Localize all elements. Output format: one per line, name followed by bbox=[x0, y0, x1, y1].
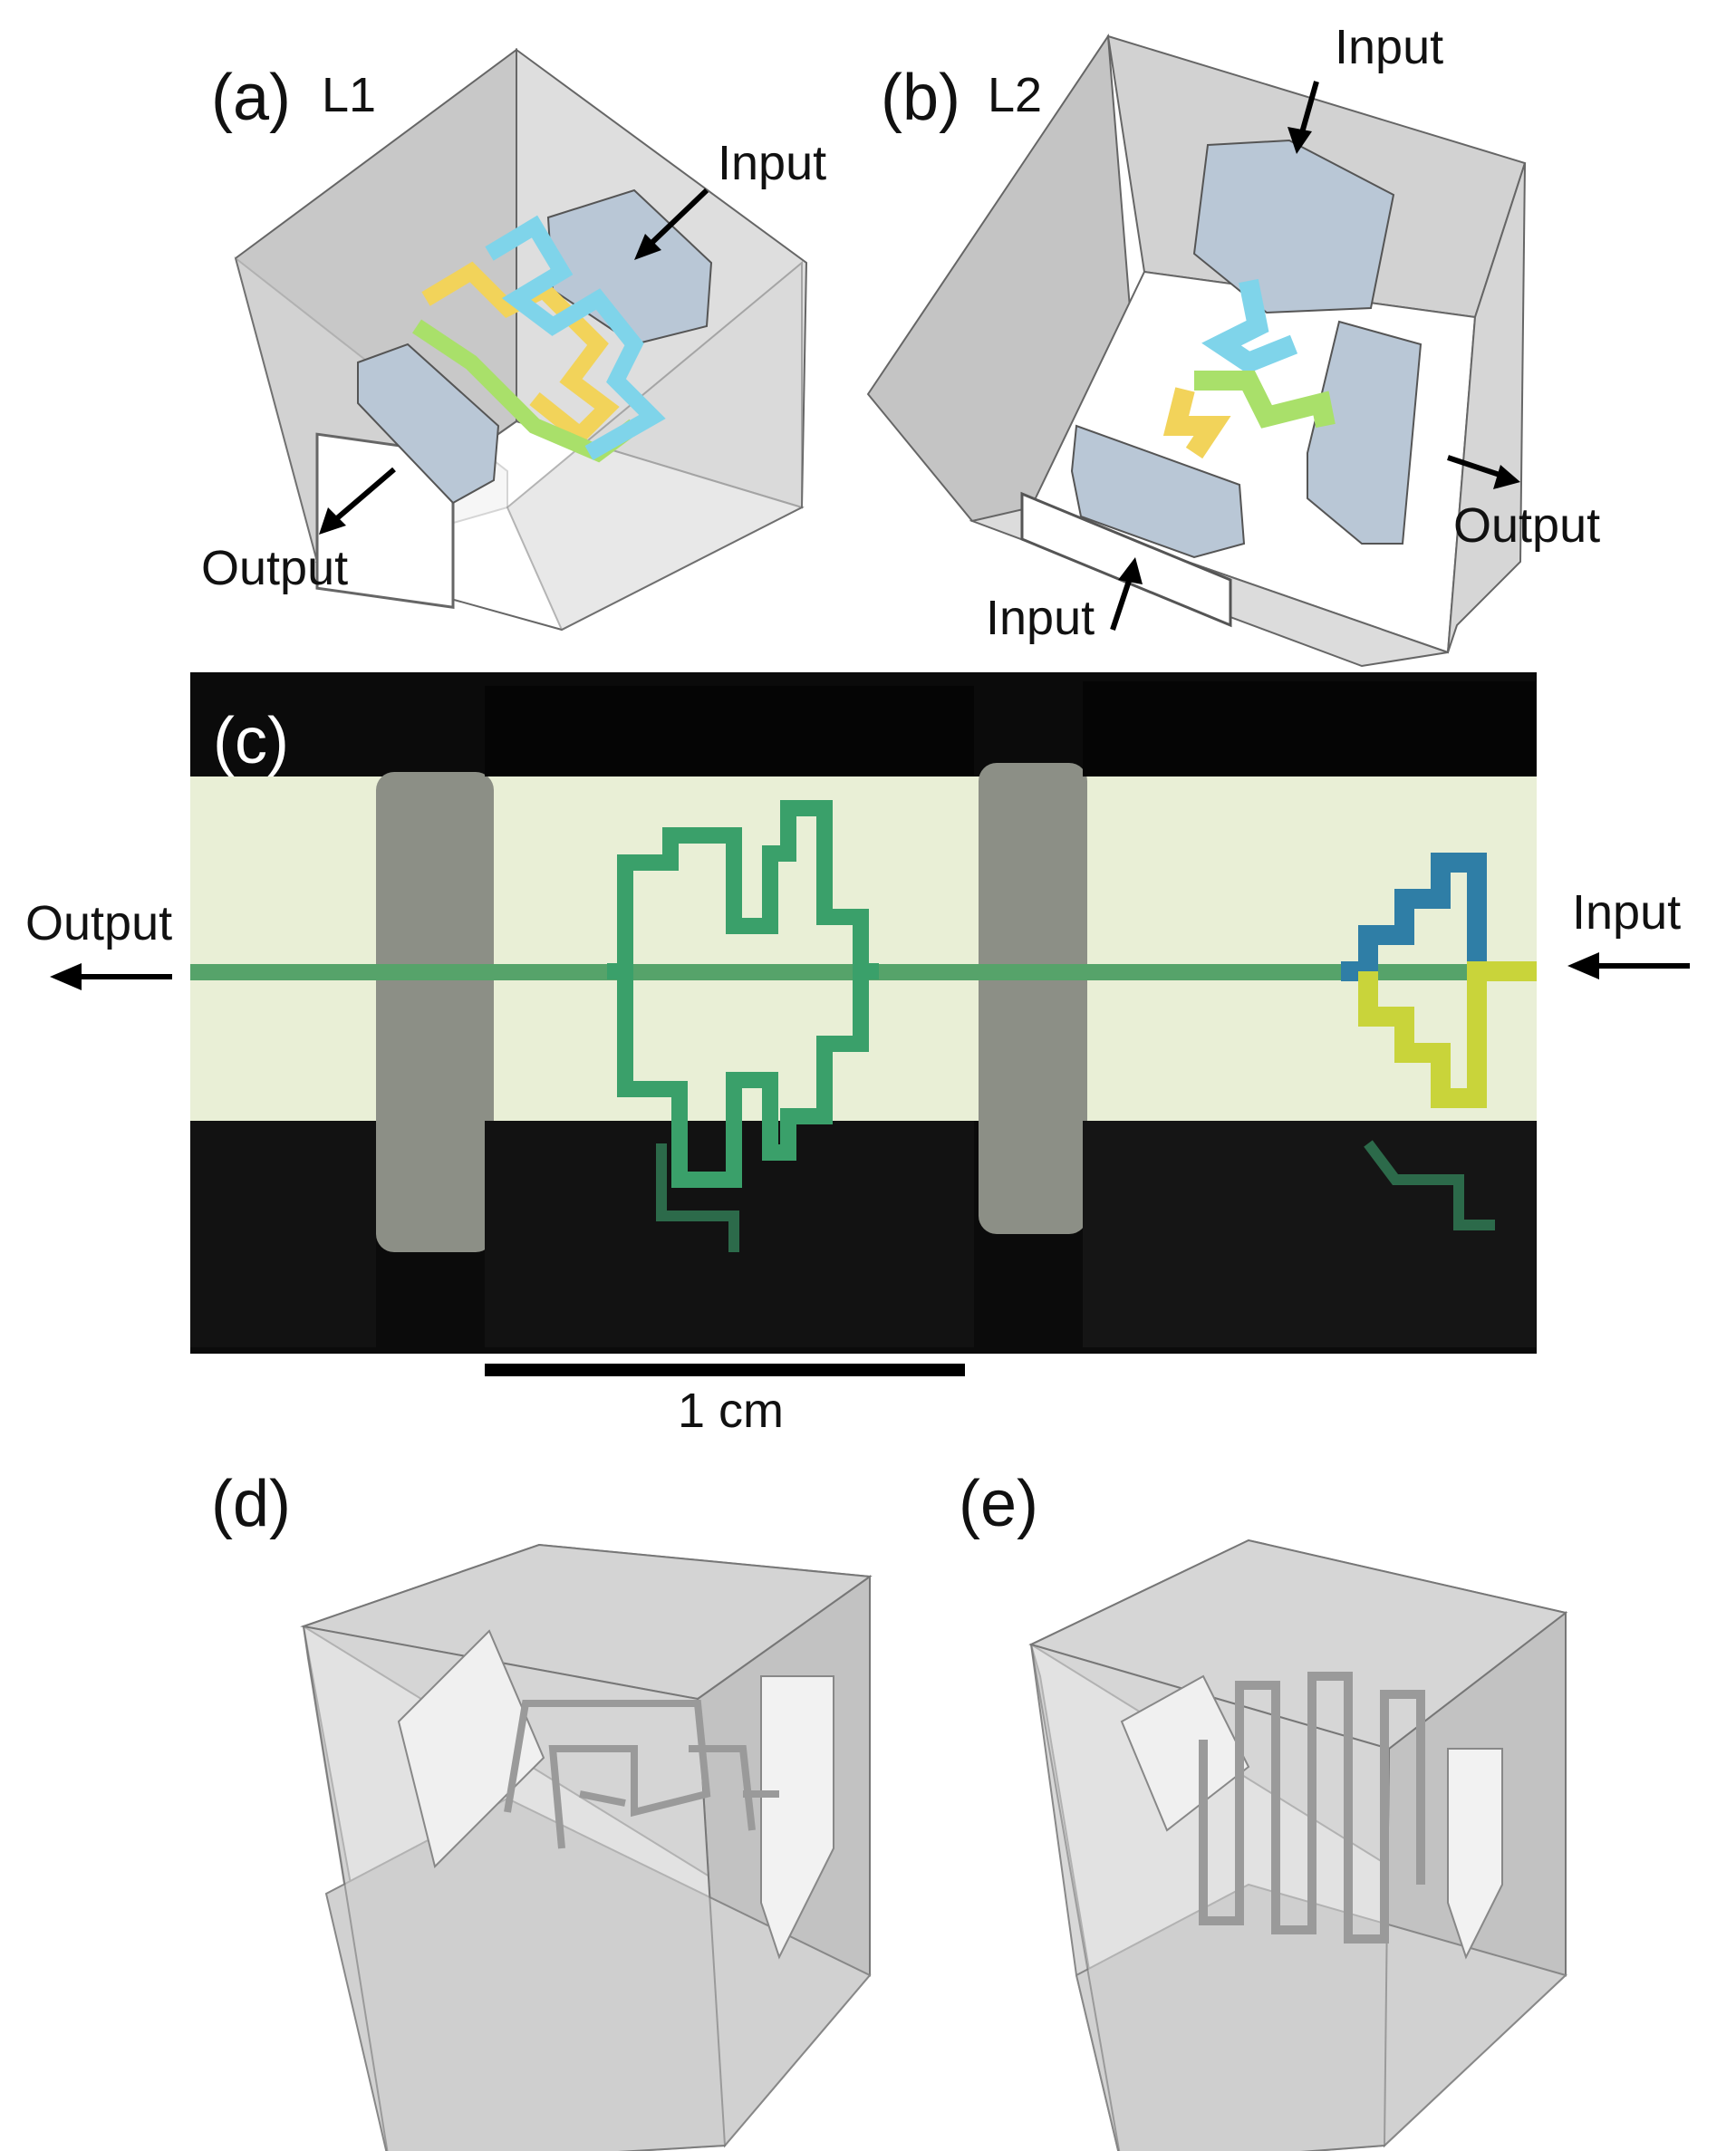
right-connector bbox=[979, 763, 1087, 1234]
channel-cyan bbox=[1201, 278, 1298, 374]
l2-channel-blue bbox=[1341, 853, 1487, 981]
output-arrow bbox=[1447, 455, 1503, 478]
bottom-port bbox=[1020, 491, 1232, 628]
top-input-arrowhead bbox=[1288, 127, 1312, 154]
cube-front bbox=[1029, 1643, 1391, 2151]
scale-bar-label: 1 cm bbox=[678, 1384, 785, 1438]
output-port bbox=[315, 432, 455, 609]
panel-c-photo: (c) bbox=[190, 672, 1537, 1354]
box-front-right bbox=[506, 260, 803, 632]
panel-b-drawing bbox=[866, 34, 1527, 668]
output-arrowhead bbox=[319, 507, 346, 535]
left-connector bbox=[376, 772, 494, 1252]
panel-c-input-text: Input bbox=[1572, 885, 1682, 940]
panel-e: (e) bbox=[868, 1450, 1736, 2151]
output-arrowhead bbox=[50, 963, 82, 990]
inner-serpentine bbox=[1199, 1672, 1425, 1944]
input-arrowhead bbox=[1567, 952, 1599, 979]
channel-green bbox=[1194, 371, 1336, 429]
panel-b-label: (b) bbox=[881, 62, 960, 134]
bottom-input-block bbox=[1070, 424, 1246, 559]
right-port-block bbox=[1447, 1748, 1503, 1960]
panel-c-label: (c) bbox=[213, 705, 289, 777]
panel-a-label: (a) bbox=[211, 62, 291, 134]
panel-b-input-top-text: Input bbox=[1335, 20, 1444, 74]
top-input-block bbox=[1192, 139, 1395, 314]
bottom-input-arrowhead bbox=[1118, 557, 1143, 584]
panel-e-drawing bbox=[1028, 1538, 1568, 2151]
input-arrow bbox=[642, 188, 709, 252]
channel-cyan bbox=[485, 215, 666, 460]
input-arrowhead bbox=[634, 234, 661, 260]
panel-d-drawing bbox=[300, 1543, 873, 2151]
output-arrowhead bbox=[1493, 465, 1520, 489]
l1-channel bbox=[607, 800, 879, 1188]
l2-channel-yellow bbox=[1358, 961, 1537, 1108]
channel-yellow bbox=[1162, 387, 1231, 459]
panel-b: (b) L2 Input Input Output bbox=[866, 0, 1736, 670]
right-device-bottom bbox=[1083, 1121, 1536, 1347]
panel-a-sublabel: L1 bbox=[322, 68, 377, 122]
panel-a-drawing bbox=[234, 48, 808, 632]
center-device-top bbox=[485, 686, 974, 776]
panel-e-label: (e) bbox=[959, 1468, 1038, 1540]
output-block bbox=[357, 342, 500, 505]
output-arrow bbox=[329, 467, 396, 526]
panel-b-sublabel: L2 bbox=[988, 68, 1043, 122]
right-output-block bbox=[1307, 320, 1423, 545]
panel-c-drawing bbox=[190, 681, 1537, 1347]
box-wall-right bbox=[1447, 162, 1526, 653]
panel-a-output-text: Output bbox=[201, 541, 349, 595]
panel-c-output-text: Output bbox=[25, 896, 173, 950]
channel-yellow bbox=[421, 261, 620, 447]
right-port-block bbox=[760, 1675, 834, 1960]
panel-b-input-bottom-text: Input bbox=[986, 591, 1095, 645]
right-device-top bbox=[1083, 681, 1536, 776]
scale-bar bbox=[485, 1364, 965, 1376]
bottom-input-arrow bbox=[1110, 574, 1133, 631]
panel-d: (d) bbox=[0, 1450, 873, 2151]
top-input-arrow bbox=[1298, 81, 1319, 137]
left-device-bottom bbox=[190, 1121, 376, 1347]
left-port-block bbox=[397, 1629, 545, 1868]
inner-channels bbox=[504, 1700, 779, 1849]
reflection bbox=[656, 1140, 1495, 1252]
panel-b-output-text: Output bbox=[1453, 498, 1601, 553]
panel-a: (a) L1 Input Output bbox=[0, 0, 868, 634]
panel-a-input-text: Input bbox=[718, 136, 827, 190]
panel-d-label: (d) bbox=[211, 1468, 291, 1540]
left-port-block bbox=[1120, 1674, 1250, 1832]
